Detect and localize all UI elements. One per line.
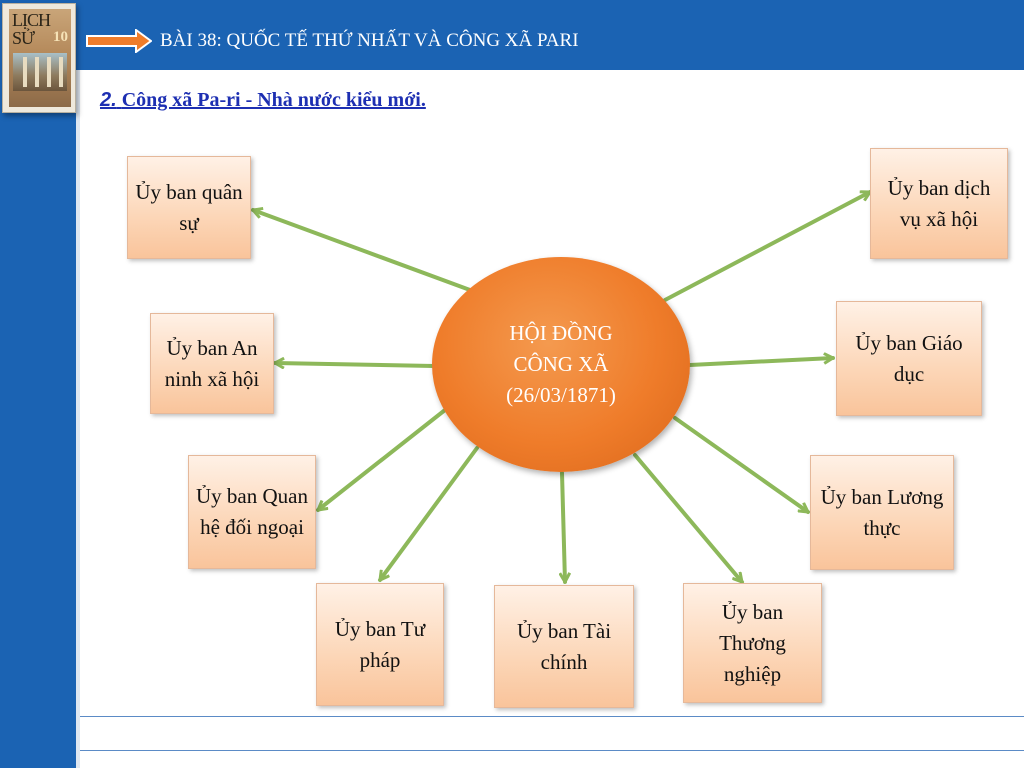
node-uy-ban-an-ninh: Ủy ban An ninh xã hội	[150, 313, 274, 414]
book-column-4	[59, 57, 63, 87]
node-label: Ủy ban Thương nghiệp	[719, 599, 786, 686]
node-label: Ủy ban quân sự	[135, 179, 243, 235]
node-label: Ủy ban Quan hệ đối ngoại	[196, 484, 308, 539]
connector-dich-vu	[663, 190, 872, 302]
node-label: Ủy ban Lương thực	[820, 484, 944, 540]
node-uy-ban-doi-ngoai: Ủy ban Quan hệ đối ngoại	[188, 455, 316, 569]
connector-giao-duc	[688, 358, 835, 367]
section-number: 2.	[100, 89, 117, 111]
node-label: Ủy ban Giáo dục	[855, 330, 963, 386]
right-arrow-icon	[86, 29, 152, 53]
book-column-2	[35, 57, 39, 87]
book-column-1	[23, 57, 27, 87]
center-line-1: HỘI ĐỒNG	[509, 321, 613, 345]
book-illustration	[13, 53, 67, 91]
connector-tu-phap	[378, 446, 479, 582]
lesson-title: BÀI 38: QUỐC TẾ THỨ NHẤT VÀ CÔNG XÃ PARI	[160, 30, 579, 51]
connector-thuong-nghiep	[633, 453, 744, 584]
center-node-hoi-dong-cong-xa: HỘI ĐỒNG CÔNG XÃ (26/03/1871)	[432, 257, 690, 472]
node-uy-ban-luong-thuc: Ủy ban Lương thực	[810, 455, 954, 570]
connector-doi-ngoai	[316, 408, 447, 512]
node-uy-ban-dich-vu: Ủy ban dịch vụ xã hội	[870, 148, 1008, 259]
node-uy-ban-quan-su: Ủy ban quân sự	[127, 156, 251, 259]
center-line-2: CÔNG XÃ	[513, 352, 609, 376]
book-cover-art: LỊCH SỬ 10	[9, 9, 71, 107]
connector-an-ninh	[273, 363, 436, 366]
header-bar	[0, 0, 1024, 70]
book-title: LỊCH SỬ	[12, 10, 51, 48]
book-number: 10	[53, 29, 68, 45]
section-heading-text: Công xã Pa-ri - Nhà nước kiểu mới.	[121, 89, 426, 111]
section-heading: 2. Công xã Pa-ri - Nhà nước kiểu mới.	[100, 89, 426, 112]
book-column-3	[47, 57, 51, 87]
footer-line-top	[80, 716, 1024, 717]
node-uy-ban-giao-duc: Ủy ban Giáo dục	[836, 301, 982, 416]
sidebar-edge	[76, 70, 80, 768]
left-sidebar-bar	[0, 70, 76, 768]
connector-tai-chinh	[562, 471, 565, 584]
footer-line-bottom	[80, 750, 1024, 751]
node-label: Ủy ban Tài chính	[516, 618, 612, 674]
connector-quan-su	[251, 210, 472, 292]
textbook-cover-icon: LỊCH SỬ 10	[2, 3, 76, 113]
node-label: Ủy ban dịch vụ xã hội	[887, 175, 991, 231]
node-uy-ban-tai-chinh: Ủy ban Tài chính	[494, 585, 634, 708]
node-uy-ban-tu-phap: Ủy ban Tư pháp	[316, 583, 444, 706]
node-label: Ủy ban Tư pháp	[334, 616, 426, 672]
node-uy-ban-thuong-nghiep: Ủy ban Thương nghiệp	[683, 583, 822, 703]
node-label: Ủy ban An ninh xã hội	[164, 335, 260, 391]
connector-luong-thuc	[673, 416, 810, 514]
center-line-3: (26/03/1871)	[506, 383, 616, 407]
